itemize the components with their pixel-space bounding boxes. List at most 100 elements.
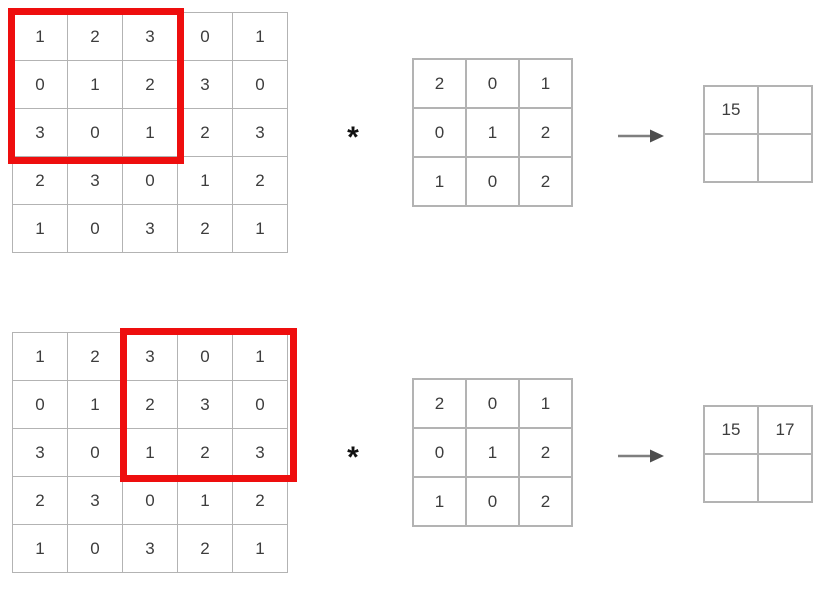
conv-step-2: 1 2 3 0 1 0 1 2 3 0 3 0 1 2 3 2 3 0 1 2 xyxy=(0,320,836,595)
matrix-cell: 1 xyxy=(122,108,178,157)
matrix-cell: 2 xyxy=(177,204,233,253)
output-matrix: 15 17 xyxy=(703,405,813,503)
matrix-row: 1 0 2 xyxy=(412,476,573,527)
matrix-cell: 0 xyxy=(122,156,178,205)
matrix-cell: 3 xyxy=(67,476,123,525)
matrix-cell: 2 xyxy=(12,476,68,525)
matrix-cell: 3 xyxy=(232,428,288,477)
matrix-cell: 3 xyxy=(122,12,178,61)
matrix-cell: 2 xyxy=(12,156,68,205)
kernel-cell: 0 xyxy=(465,156,520,207)
matrix-cell: 2 xyxy=(232,476,288,525)
matrix-cell: 2 xyxy=(122,380,178,429)
output-cell: 15 xyxy=(703,405,759,455)
output-cell xyxy=(703,133,759,183)
matrix-cell: 1 xyxy=(67,60,123,109)
kernel-matrix: 2 0 1 0 1 2 1 0 2 xyxy=(412,58,573,207)
matrix-cell: 1 xyxy=(12,524,68,573)
convolution-operator: * xyxy=(347,441,359,474)
kernel-cell: 1 xyxy=(412,476,467,527)
matrix-cell: 3 xyxy=(177,380,233,429)
matrix-cell: 1 xyxy=(232,12,288,61)
matrix-row: 2 0 1 xyxy=(412,58,573,109)
arrow-icon xyxy=(618,449,664,463)
matrix-row: 1 0 3 2 1 xyxy=(12,524,288,573)
matrix-row: 0 1 2 xyxy=(412,107,573,158)
matrix-row: 0 1 2 3 0 xyxy=(12,380,288,429)
matrix-cell: 1 xyxy=(232,204,288,253)
matrix-cell: 1 xyxy=(232,524,288,573)
matrix-cell: 2 xyxy=(177,524,233,573)
kernel-cell: 1 xyxy=(518,58,573,109)
matrix-cell: 2 xyxy=(122,60,178,109)
matrix-cell: 0 xyxy=(232,380,288,429)
output-cell xyxy=(757,85,813,135)
matrix-cell: 3 xyxy=(67,156,123,205)
input-matrix: 1 2 3 0 1 0 1 2 3 0 3 0 1 2 3 2 3 0 1 2 xyxy=(12,12,288,253)
matrix-cell: 0 xyxy=(67,428,123,477)
output-cell xyxy=(703,453,759,503)
kernel-cell: 1 xyxy=(518,378,573,429)
kernel-cell: 1 xyxy=(465,427,520,478)
matrix-row: 0 1 2 3 0 xyxy=(12,60,288,109)
matrix-cell: 1 xyxy=(177,476,233,525)
matrix-row: 0 1 2 xyxy=(412,427,573,478)
output-cell xyxy=(757,133,813,183)
matrix-row: 1 2 3 0 1 xyxy=(12,332,288,381)
kernel-cell: 1 xyxy=(465,107,520,158)
matrix-row: 1 0 2 xyxy=(412,156,573,207)
output-cell xyxy=(757,453,813,503)
output-cell: 17 xyxy=(757,405,813,455)
matrix-row: 1 2 3 0 1 xyxy=(12,12,288,61)
kernel-cell: 0 xyxy=(412,107,467,158)
matrix-cell: 3 xyxy=(232,108,288,157)
matrix-cell: 1 xyxy=(12,204,68,253)
kernel-cell: 2 xyxy=(518,427,573,478)
kernel-cell: 0 xyxy=(465,378,520,429)
convolution-operator: * xyxy=(347,121,359,154)
matrix-cell: 1 xyxy=(12,332,68,381)
kernel-cell: 1 xyxy=(412,156,467,207)
matrix-cell: 1 xyxy=(12,12,68,61)
matrix-cell: 2 xyxy=(67,332,123,381)
matrix-row: 1 0 3 2 1 xyxy=(12,204,288,253)
matrix-cell: 3 xyxy=(122,332,178,381)
kernel-cell: 0 xyxy=(465,58,520,109)
matrix-cell: 3 xyxy=(122,524,178,573)
matrix-cell: 2 xyxy=(177,108,233,157)
kernel-cell: 0 xyxy=(412,427,467,478)
matrix-row: 3 0 1 2 3 xyxy=(12,428,288,477)
matrix-cell: 3 xyxy=(12,108,68,157)
matrix-row xyxy=(703,133,813,183)
matrix-cell: 3 xyxy=(177,60,233,109)
matrix-cell: 0 xyxy=(177,12,233,61)
matrix-cell: 1 xyxy=(177,156,233,205)
output-matrix: 15 xyxy=(703,85,813,183)
matrix-cell: 0 xyxy=(67,108,123,157)
kernel-cell: 2 xyxy=(518,476,573,527)
kernel-matrix: 2 0 1 0 1 2 1 0 2 xyxy=(412,378,573,527)
matrix-cell: 0 xyxy=(12,60,68,109)
kernel-cell: 2 xyxy=(412,58,467,109)
matrix-cell: 0 xyxy=(232,60,288,109)
kernel-cell: 2 xyxy=(412,378,467,429)
arrow-icon xyxy=(618,129,664,143)
matrix-row: 2 3 0 1 2 xyxy=(12,476,288,525)
matrix-cell: 0 xyxy=(122,476,178,525)
conv-step-1: 1 2 3 0 1 0 1 2 3 0 3 0 1 2 3 2 3 0 1 2 xyxy=(0,0,836,275)
matrix-row: 2 0 1 xyxy=(412,378,573,429)
matrix-cell: 2 xyxy=(177,428,233,477)
kernel-cell: 2 xyxy=(518,107,573,158)
matrix-cell: 1 xyxy=(67,380,123,429)
matrix-row: 15 xyxy=(703,85,813,135)
matrix-cell: 1 xyxy=(232,332,288,381)
matrix-cell: 3 xyxy=(122,204,178,253)
matrix-cell: 1 xyxy=(122,428,178,477)
matrix-cell: 3 xyxy=(12,428,68,477)
matrix-cell: 2 xyxy=(67,12,123,61)
output-cell: 15 xyxy=(703,85,759,135)
input-matrix: 1 2 3 0 1 0 1 2 3 0 3 0 1 2 3 2 3 0 1 2 xyxy=(12,332,288,573)
matrix-cell: 0 xyxy=(177,332,233,381)
matrix-cell: 0 xyxy=(12,380,68,429)
kernel-cell: 2 xyxy=(518,156,573,207)
